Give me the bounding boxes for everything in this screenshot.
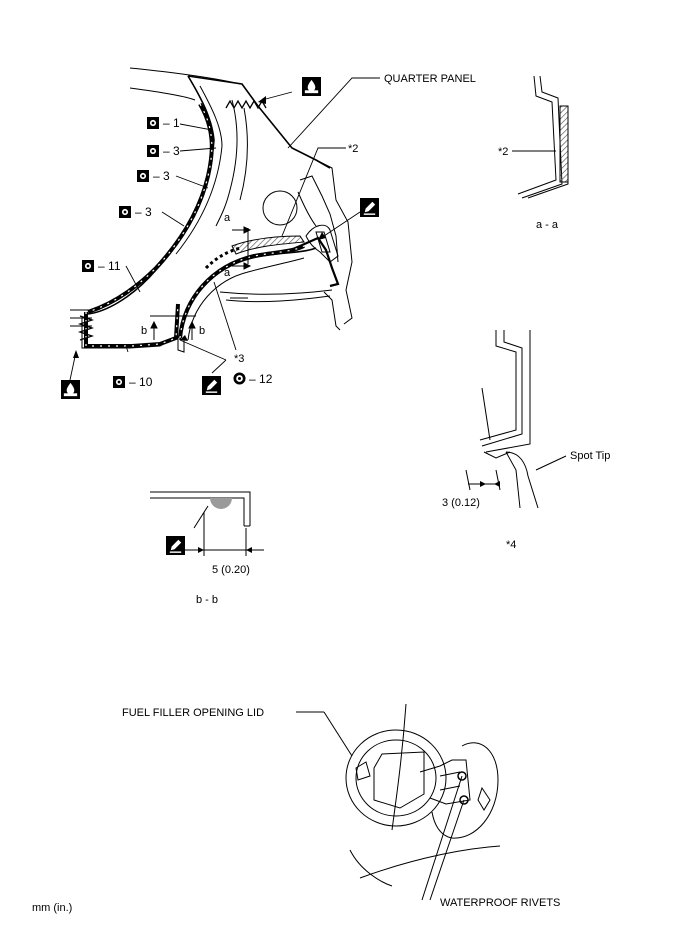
weld-callout-2: – 3 <box>147 144 180 158</box>
section-bb-drawing <box>150 491 264 556</box>
spot-weld-square-icon <box>113 376 125 388</box>
cut-label-a-bottom: a <box>224 267 231 279</box>
label-section-aa: a - a <box>536 219 559 231</box>
spot-weld-square-icon <box>147 117 159 129</box>
spot-weld-round-icon <box>233 372 246 385</box>
sealer-icon <box>202 376 221 395</box>
spot-weld-square-icon <box>147 145 159 157</box>
label-quarter-panel: QUARTER PANEL <box>384 73 476 85</box>
weld-callout-1: – 1 <box>147 116 180 130</box>
label-fuel-lid: FUEL FILLER OPENING LID <box>122 707 264 719</box>
weld-callout-3: – 3 <box>137 169 170 183</box>
section-4-drawing <box>465 330 567 509</box>
label-star2-main: *2 <box>348 143 358 155</box>
quarter-panel-drawing <box>70 67 353 353</box>
section-cut-marks <box>150 226 252 340</box>
sealer-bead <box>210 498 232 509</box>
cut-label-a-top: a <box>224 212 231 224</box>
spot-weld-square-icon <box>82 260 94 272</box>
rivet-lower <box>459 795 469 805</box>
svg-text:– 11: – 11 <box>98 259 121 273</box>
rivet-upper <box>457 771 467 781</box>
weld-lines <box>77 99 305 348</box>
svg-text:– 1: – 1 <box>163 116 180 130</box>
svg-text:– 3: – 3 <box>135 205 152 219</box>
label-waterproof-rivets: WATERPROOF RIVETS <box>440 897 560 909</box>
label-star2-section: *2 <box>498 146 508 158</box>
brazing-icon <box>302 77 321 96</box>
svg-text:– 12: – 12 <box>249 372 273 386</box>
svg-text:– 10: – 10 <box>129 375 153 389</box>
weld-callout-12: – 12 <box>233 372 273 386</box>
cut-label-b-left: b <box>141 325 147 337</box>
svg-text:– 3: – 3 <box>163 144 180 158</box>
cut-label-b-right: b <box>199 325 205 337</box>
weld-callout-11: – 11 <box>82 259 121 273</box>
brazing-icon <box>61 380 80 399</box>
weld-callout-10: – 10 <box>113 375 153 389</box>
label-dim-3: 3 (0.12) <box>442 497 480 509</box>
fuel-lid-drawing <box>296 703 501 901</box>
sealer-icon <box>166 536 185 555</box>
label-star4: *4 <box>506 539 516 551</box>
label-dim-5: 5 (0.20) <box>212 564 250 576</box>
spot-weld-square-icon <box>137 170 149 182</box>
label-section-bb: b - b <box>196 594 218 606</box>
callout-leaders <box>69 77 380 381</box>
spot-weld-square-icon <box>119 206 131 218</box>
section-aa-drawing <box>512 75 569 199</box>
sealer-icon <box>360 198 379 217</box>
label-units: mm (in.) <box>32 902 72 914</box>
weld-callout-4: – 3 <box>119 205 152 219</box>
label-star3-main: *3 <box>234 353 244 365</box>
label-spot-tip: Spot Tip <box>570 450 610 462</box>
svg-text:– 3: – 3 <box>153 169 170 183</box>
